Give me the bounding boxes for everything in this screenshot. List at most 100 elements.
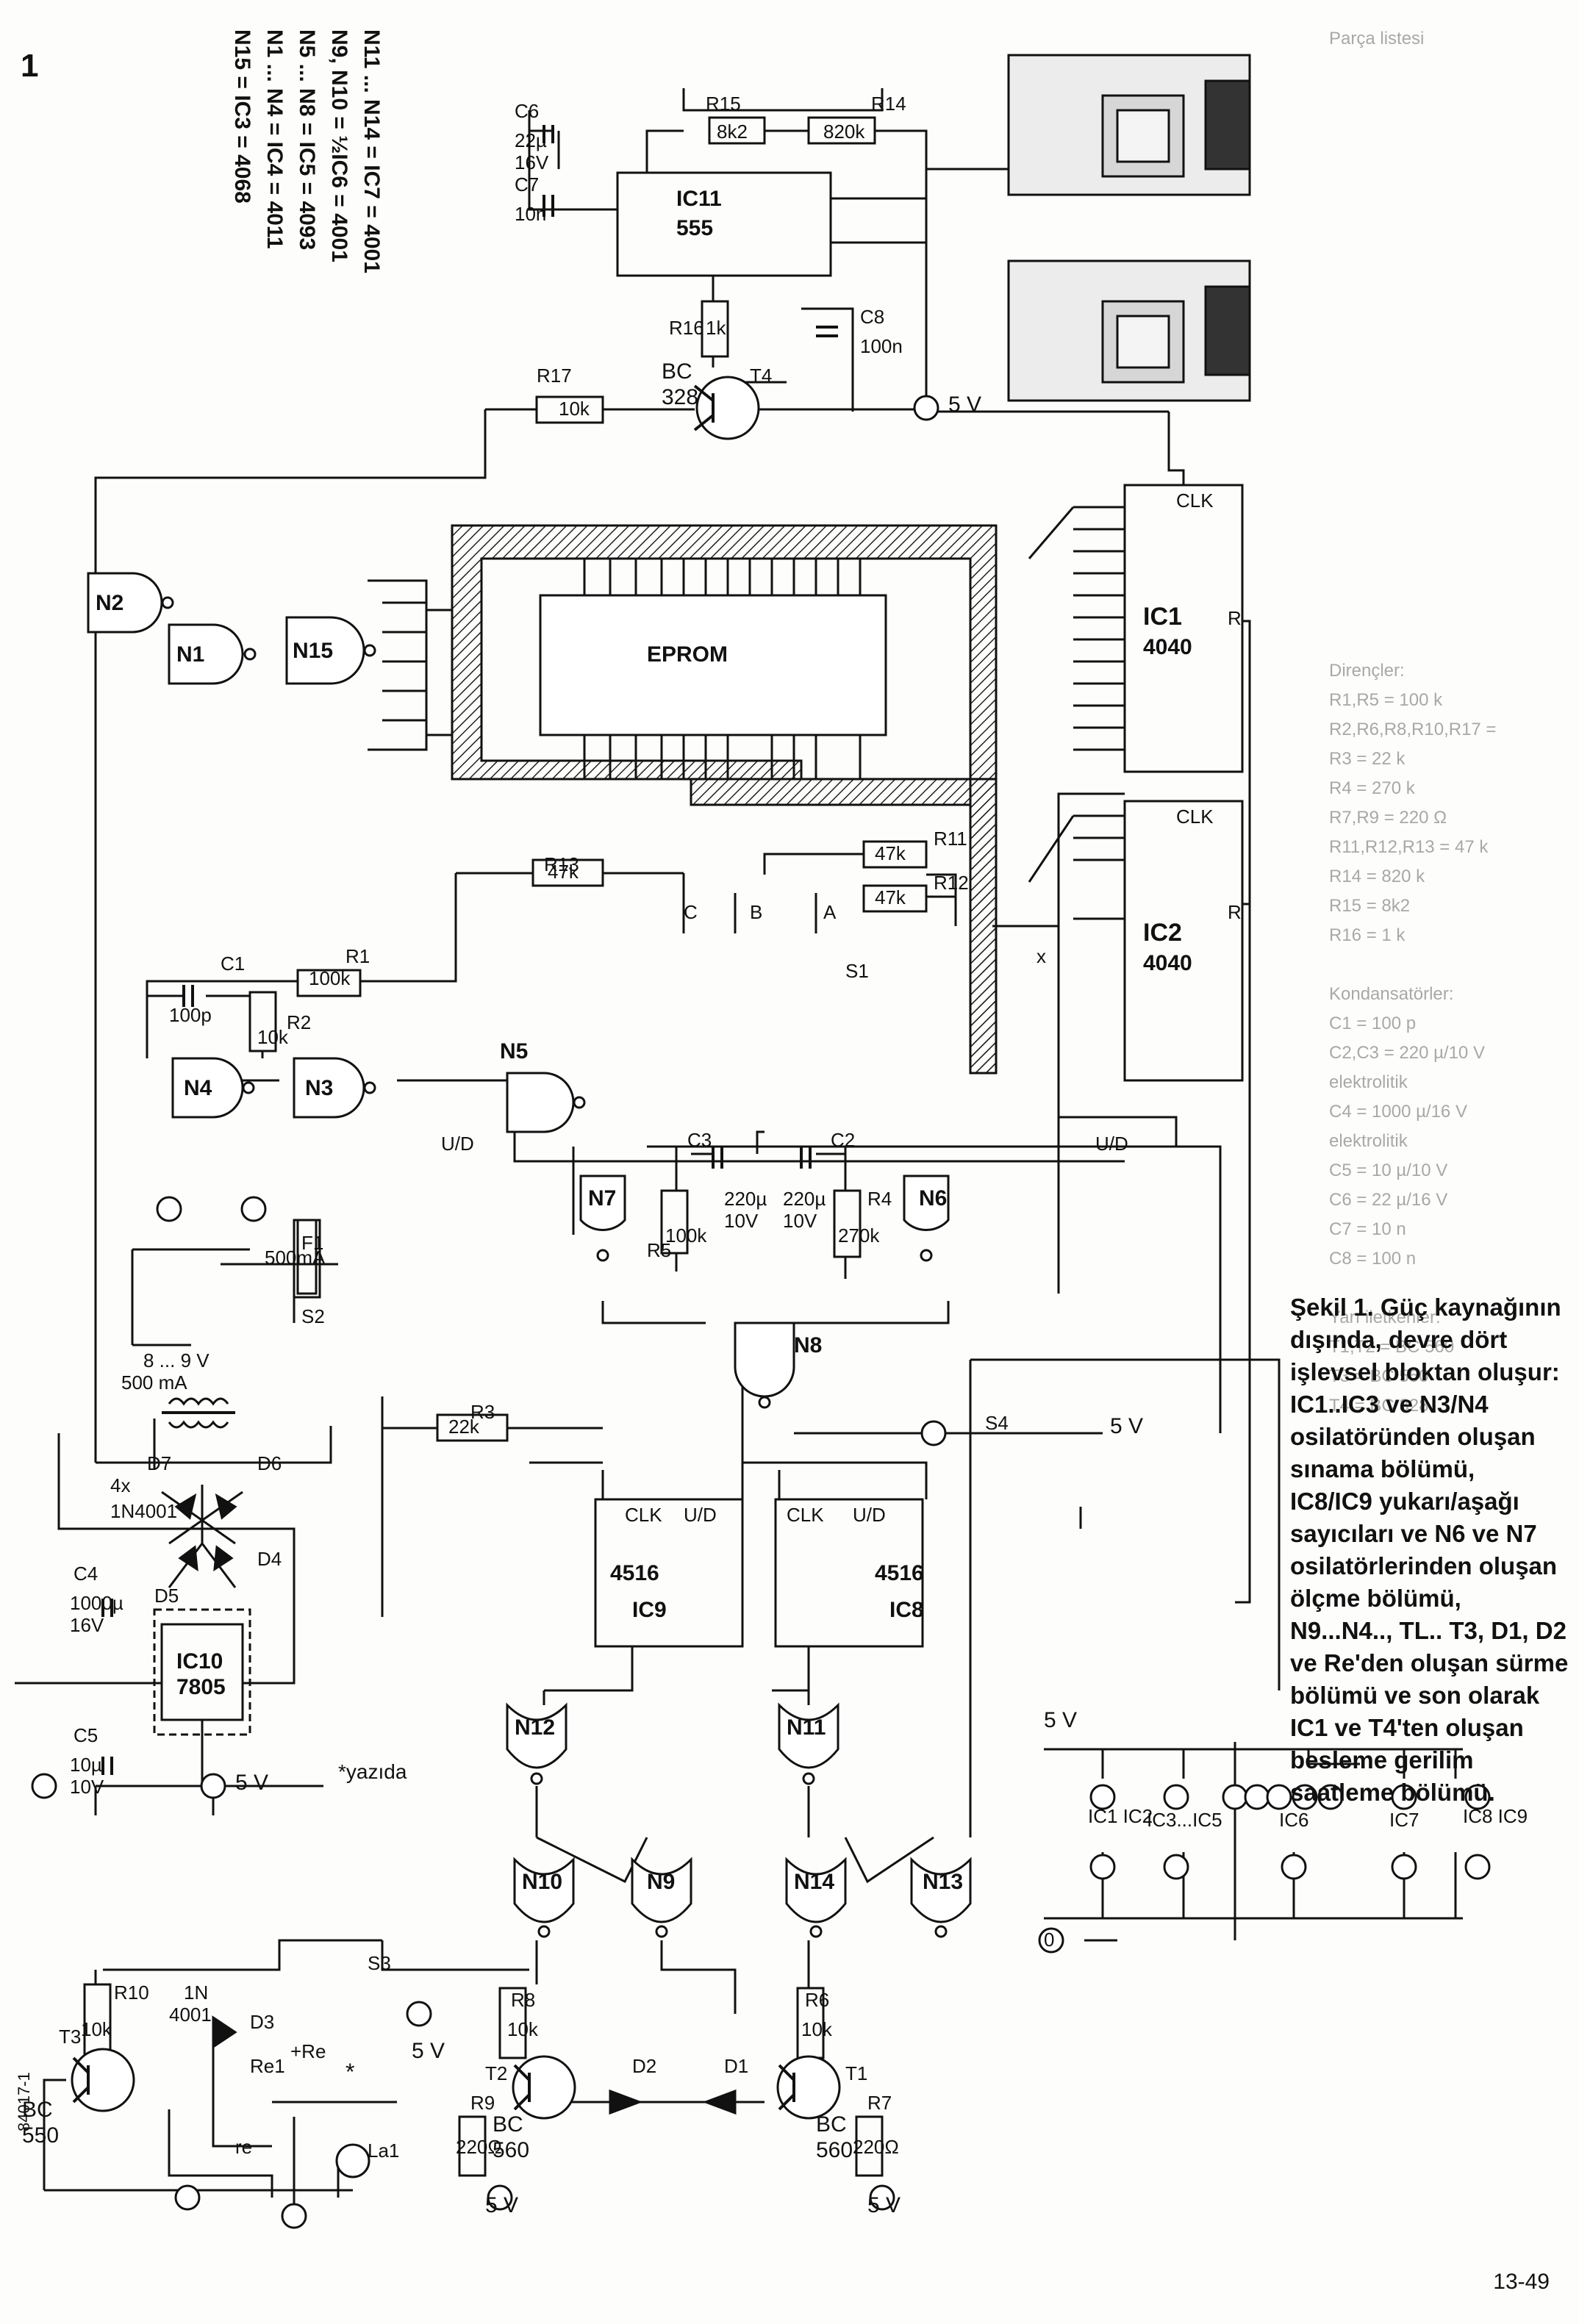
ic1-box bbox=[1123, 484, 1244, 773]
t3-num: 550 bbox=[22, 2123, 59, 2148]
lamp-label: La1 bbox=[368, 2140, 399, 2162]
ic9-ud: U/D bbox=[684, 1504, 717, 1526]
ghost-parts-line: C8 = 100 n bbox=[1329, 1249, 1417, 1269]
d6-label: D6 bbox=[257, 1452, 282, 1474]
capacitor-c3 bbox=[712, 1147, 723, 1169]
led-d1 bbox=[702, 2089, 737, 2115]
transistor-t4 bbox=[695, 376, 760, 440]
caption-line: besleme gerilim bbox=[1290, 1746, 1474, 1774]
ud-label-right: U/D bbox=[1095, 1133, 1128, 1155]
gate-map-2: N1 ... N4 = IC4 = 4011 bbox=[262, 29, 287, 249]
n13-label: N13 bbox=[923, 1870, 963, 1894]
capacitor-c4 bbox=[101, 1599, 113, 1617]
c5-value: 10µ bbox=[70, 1754, 102, 1776]
star-mark: * bbox=[345, 2059, 354, 2085]
r7-label: R7 bbox=[867, 2092, 892, 2114]
relay-plus: +Re bbox=[290, 2040, 326, 2062]
r16-label: R16 bbox=[669, 317, 704, 339]
n11-label: N11 bbox=[787, 1715, 826, 1740]
ic11-box bbox=[616, 171, 832, 277]
figure-number: 1 bbox=[21, 48, 39, 84]
gate-n4 bbox=[171, 1057, 244, 1119]
capacitor-c6 bbox=[543, 125, 554, 143]
ghost-parts-line: C1 = 100 p bbox=[1329, 1014, 1417, 1033]
ghost-parts-line: Parça listesi bbox=[1329, 29, 1425, 49]
ghost-parts-line: R11,R12,R13 = 47 k bbox=[1329, 837, 1489, 857]
gate-n9 bbox=[631, 1857, 692, 1923]
caption-line: sayıcıları ve N6 ve N7 bbox=[1290, 1520, 1537, 1547]
supply-5v-reg: 5 V bbox=[235, 1771, 268, 1795]
caption-line: N9...N4.., TL.. T3, D1, D2 bbox=[1290, 1617, 1567, 1644]
ghost-parts-line: R2,R6,R8,R10,R17 = bbox=[1329, 720, 1497, 739]
transistor-t3 bbox=[71, 2048, 135, 2112]
ghost-parts-line: C2,C3 = 220 µ/10 V bbox=[1329, 1043, 1485, 1063]
r3-value: 22k bbox=[448, 1416, 480, 1438]
diode-d5 bbox=[178, 1545, 198, 1571]
r10-label: R10 bbox=[114, 1982, 149, 2004]
r1-value: 100k bbox=[309, 967, 351, 989]
ghost-parts-line: R3 = 22 k bbox=[1329, 749, 1406, 769]
n5-label: N5 bbox=[500, 1039, 528, 1064]
gate-map-3: N5 ... N8 = IC5 = 4093 bbox=[295, 29, 319, 250]
supply-col-ic7: IC7 bbox=[1389, 1809, 1419, 1831]
c2-label: C2 bbox=[831, 1129, 855, 1151]
ic1-type: 4040 bbox=[1143, 635, 1192, 659]
c5-label: C5 bbox=[74, 1724, 98, 1746]
ic11-label: IC11 bbox=[676, 187, 722, 211]
gate-map-4: N9, N10 = ½IC6 = 4001 bbox=[327, 29, 351, 262]
capacitor-c1 bbox=[182, 985, 194, 1007]
ghost-parts-line: R7,R9 = 220 Ω bbox=[1329, 808, 1447, 828]
ic9-clk: CLK bbox=[625, 1504, 662, 1526]
capacitor-c2 bbox=[800, 1147, 812, 1169]
supply-col-ic1-ic2: IC1 IC2 bbox=[1088, 1805, 1153, 1827]
ghost-parts-line: Dirençler: bbox=[1329, 661, 1405, 681]
ic2-r: R bbox=[1228, 901, 1242, 923]
supply-5v-relay: 5 V bbox=[412, 2039, 445, 2063]
r14-label: R14 bbox=[871, 93, 906, 115]
transistor-t2 bbox=[512, 2055, 576, 2120]
ghost-parts-line: elektrolitik bbox=[1329, 1072, 1408, 1092]
ic9-label: IC9 bbox=[632, 1598, 667, 1622]
ghost-parts-line: C7 = 10 n bbox=[1329, 1219, 1406, 1239]
caption-line: IC1..IC3 ve N3/N4 bbox=[1290, 1391, 1489, 1418]
n7-label: N7 bbox=[588, 1186, 616, 1211]
ud-label-left: U/D bbox=[441, 1133, 474, 1155]
ghost-parts-line: Kondansatörler: bbox=[1329, 984, 1454, 1004]
r16-value: 1k bbox=[706, 317, 726, 339]
caption-line: saatleme bölümü. bbox=[1290, 1779, 1495, 1806]
n9-label: N9 bbox=[647, 1870, 675, 1894]
c3-label: C3 bbox=[687, 1129, 712, 1151]
d3-type-b: 4001 bbox=[169, 2004, 212, 2026]
capacitor-c8 bbox=[816, 326, 838, 337]
ghost-parts-line: C4 = 1000 µ/16 V bbox=[1329, 1102, 1467, 1122]
c1-label: C1 bbox=[221, 953, 245, 975]
caption-line: IC8/IC9 yukarı/aşağı bbox=[1290, 1488, 1519, 1515]
ghost-parts-line: C6 = 22 µ/16 V bbox=[1329, 1190, 1448, 1210]
supply-table-zero: 0 bbox=[1044, 1929, 1054, 1951]
r12-value: 47k bbox=[875, 886, 906, 908]
caption-line: sınama bölümü, bbox=[1290, 1455, 1475, 1482]
transistor-t1 bbox=[776, 2055, 841, 2120]
r13-label: R13 bbox=[544, 853, 579, 875]
ghost-parts-line: R4 = 270 k bbox=[1329, 778, 1415, 798]
r3-label: R3 bbox=[470, 1401, 495, 1423]
s1-label: S1 bbox=[845, 960, 869, 982]
gate-n13 bbox=[910, 1857, 972, 1923]
r9-label: R9 bbox=[470, 2092, 495, 2114]
n15-label: N15 bbox=[293, 639, 333, 663]
diode-d7 bbox=[174, 1493, 197, 1520]
r15-value: 8k2 bbox=[717, 121, 748, 143]
n12-label: N12 bbox=[515, 1715, 555, 1740]
bridge-type: 1N4001 bbox=[110, 1500, 177, 1522]
n2-label: N2 bbox=[96, 591, 123, 615]
c6-label: C6 bbox=[515, 100, 539, 122]
ghost-parts-line: R1,R5 = 100 k bbox=[1329, 690, 1443, 710]
caption-line: Şekil 1. Güç kaynağının bbox=[1290, 1294, 1561, 1321]
ic8-type: 4516 bbox=[875, 1561, 924, 1585]
ic2-clk: CLK bbox=[1176, 806, 1214, 828]
ghost-parts-line: R14 = 820 k bbox=[1329, 867, 1425, 886]
ic11-type: 555 bbox=[676, 216, 713, 240]
r10-value: 10k bbox=[81, 2018, 112, 2040]
s3-label: S3 bbox=[368, 1952, 391, 1974]
gate-map-1: N15 = IC3 = 4068 bbox=[230, 29, 254, 204]
